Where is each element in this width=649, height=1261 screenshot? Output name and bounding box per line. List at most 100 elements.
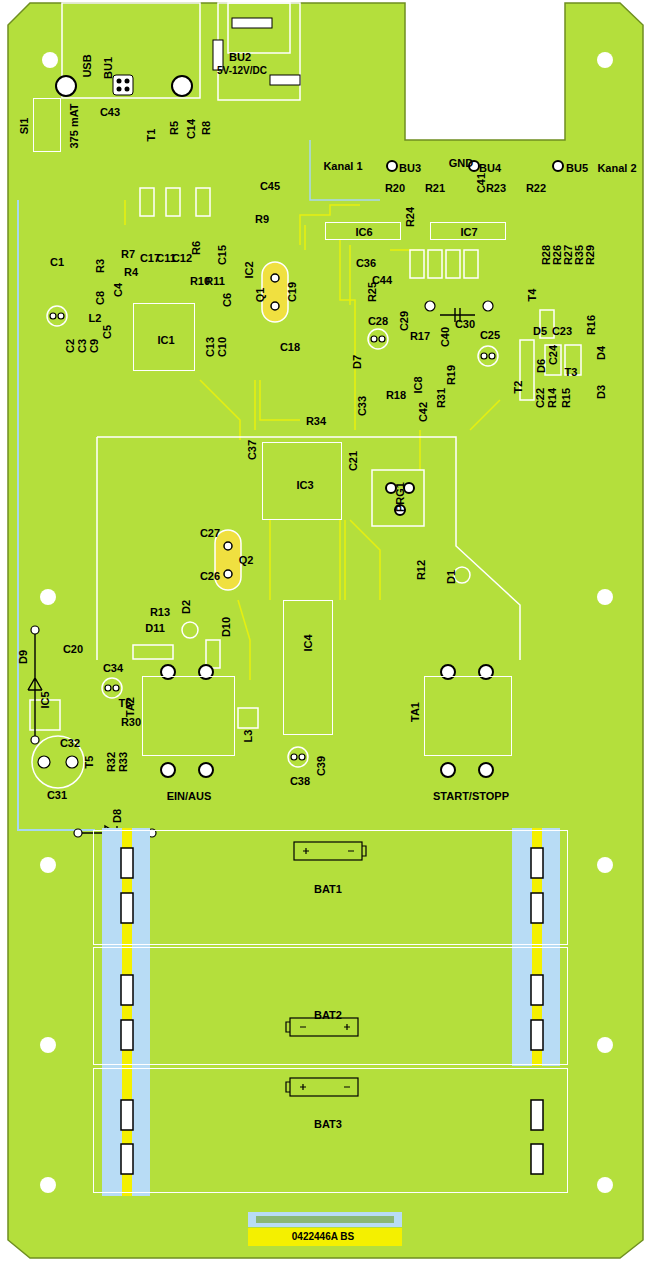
part-label: L2 xyxy=(89,313,102,324)
part-label: R21 xyxy=(425,183,445,194)
part-label: C39 xyxy=(316,756,327,776)
part-label: R5 xyxy=(169,121,180,135)
part-label: R25 xyxy=(367,282,378,302)
part-label: BU1 xyxy=(103,57,114,79)
part-label: D6 xyxy=(536,359,547,373)
part-label: C37 xyxy=(247,440,258,460)
part-label: C6 xyxy=(222,293,233,307)
part-label: T6 xyxy=(119,698,132,709)
part-label: IC5 xyxy=(40,691,51,708)
part-label: R16 xyxy=(586,315,597,335)
part-label: C27 xyxy=(200,528,220,539)
part-label: T1 xyxy=(146,129,157,142)
part-label: R20 xyxy=(385,183,405,194)
part-name: IC1 xyxy=(157,335,174,346)
part-name: TA1 xyxy=(410,702,421,722)
part-label: C20 xyxy=(63,644,83,655)
part-label: C22 xyxy=(535,388,546,408)
part-label: R17 xyxy=(410,331,430,342)
part-name: BAT2 xyxy=(314,1010,342,1021)
part-label: D2 xyxy=(181,600,192,614)
part-label: C9 xyxy=(89,339,100,353)
part-note: 375 mAT xyxy=(69,103,80,148)
part-label: D1 xyxy=(446,570,457,584)
part-label: R18 xyxy=(386,390,406,401)
part-label: C31 xyxy=(47,790,67,801)
part-label: C14 xyxy=(186,119,197,139)
part-label: C1 xyxy=(50,257,64,268)
battery-holder: BAT2 xyxy=(93,947,568,1065)
part-name: IC3 xyxy=(296,480,313,491)
part-label: R3 xyxy=(95,259,106,273)
part-label: R19 xyxy=(446,365,457,385)
fuse-outline: SI1375 mAT xyxy=(33,98,61,152)
part-note: EIN/AUS xyxy=(167,791,212,802)
part-label: C30 xyxy=(455,319,475,330)
ic-outline: IC6 xyxy=(325,222,401,240)
part-label: R13 xyxy=(150,607,170,618)
part-label: R26 xyxy=(552,245,563,265)
part-name: SI1 xyxy=(19,118,30,135)
part-label: C45 xyxy=(260,181,280,192)
part-label: R32 xyxy=(106,752,117,772)
part-label: PRG1 xyxy=(395,482,406,512)
part-label: R9 xyxy=(255,214,269,225)
part-label: R6 xyxy=(191,241,202,255)
part-label: C5 xyxy=(102,325,113,339)
battery-holder: BAT1 xyxy=(93,830,568,945)
part-name: IC7 xyxy=(460,227,477,238)
battery-holder: BAT3 xyxy=(93,1068,568,1193)
part-label: C25 xyxy=(480,330,500,341)
part-label: D7 xyxy=(352,355,363,369)
part-label: C42 xyxy=(418,402,429,422)
part-label: C8 xyxy=(95,291,106,305)
part-label: Kanal 2 xyxy=(597,163,636,174)
part-label: R14 xyxy=(547,388,558,408)
part-label: C43 xyxy=(100,107,120,118)
part-label: C19 xyxy=(287,282,298,302)
ic-outline: IC4 xyxy=(283,600,333,735)
part-label: C40 xyxy=(440,327,451,347)
part-label: C23 xyxy=(552,326,572,337)
part-label: D4 xyxy=(596,346,607,360)
part-label: Kanal 1 xyxy=(323,161,362,172)
part-label: C10 xyxy=(217,337,228,357)
part-label: C32 xyxy=(60,738,80,749)
part-label: C41 xyxy=(476,173,487,193)
part-label: R8 xyxy=(201,121,212,135)
part-label: R29 xyxy=(585,245,596,265)
part-label: GND xyxy=(449,158,473,169)
part-label: D9 xyxy=(18,650,29,664)
part-label: D11 xyxy=(145,623,165,634)
part-label: C4 xyxy=(113,283,124,297)
part-label: R12 xyxy=(416,560,427,580)
part-label: L3 xyxy=(243,730,254,743)
part-label: C28 xyxy=(368,316,388,327)
part-label: T2 xyxy=(513,381,524,394)
part-label: D3 xyxy=(596,385,607,399)
part-name: IC6 xyxy=(355,227,372,238)
part-label: C2 xyxy=(65,339,76,353)
part-label: C18 xyxy=(280,342,300,353)
part-label: 5V-12V/DC xyxy=(217,66,267,76)
part-label: R23 xyxy=(486,183,506,194)
part-label: C13 xyxy=(205,337,216,357)
part-label: R15 xyxy=(561,388,572,408)
part-label: R27 xyxy=(563,245,574,265)
part-label: C21 xyxy=(348,451,359,471)
part-label: C36 xyxy=(356,258,376,269)
part-label: C3 xyxy=(77,339,88,353)
part-name: IC4 xyxy=(303,634,314,651)
part-label: R34 xyxy=(306,416,326,427)
part-label: C29 xyxy=(399,311,410,331)
part-note: START/STOPP xyxy=(433,791,509,802)
part-label: D10 xyxy=(221,617,232,637)
part-label: R30 xyxy=(121,717,141,728)
ic-outline: IC7 xyxy=(430,222,506,240)
part-label: USB xyxy=(82,54,93,77)
part-label: T4 xyxy=(527,289,538,302)
switch-outline: TA1START/STOPP xyxy=(424,676,512,756)
part-label: T3 xyxy=(565,367,578,378)
